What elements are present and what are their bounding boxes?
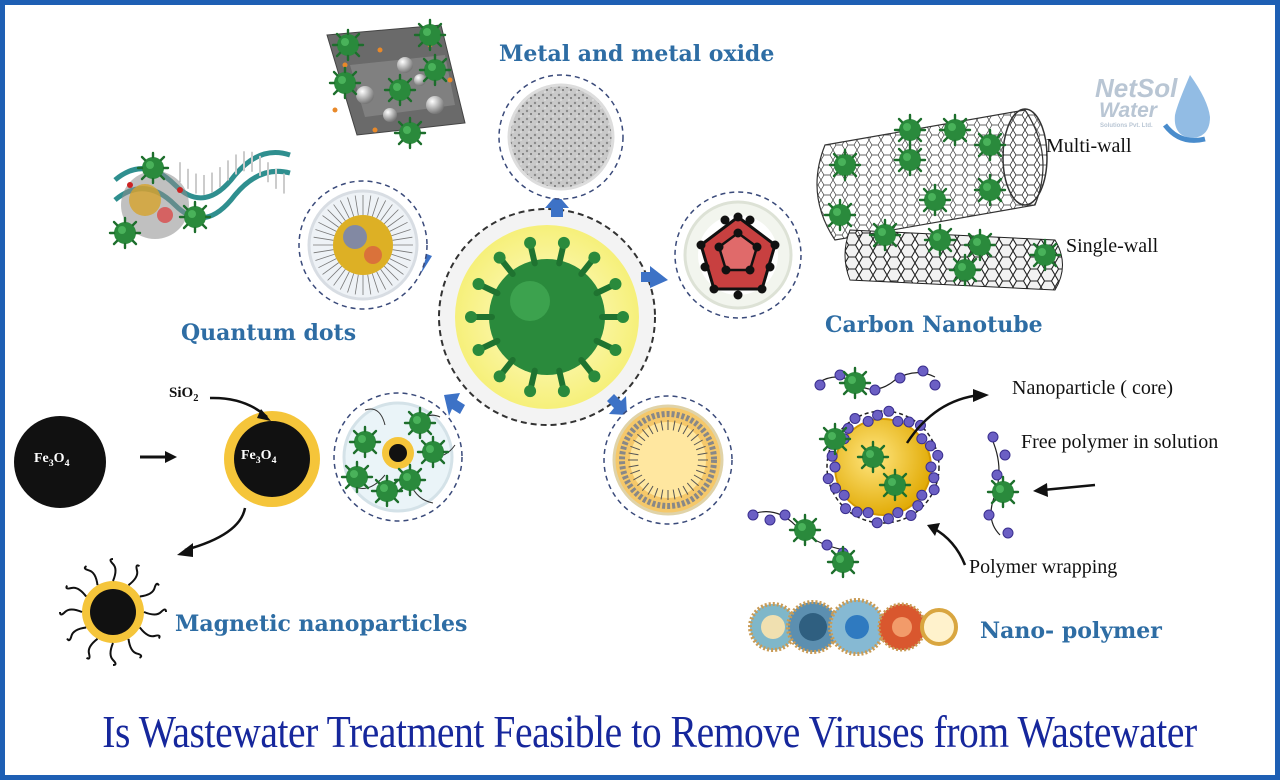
label-fe3o4-coated: Fe3O4 [241, 448, 277, 466]
quantum-dots-group [108, 150, 428, 310]
label-magnetic-nanoparticles: Magnetic nanoparticles [175, 611, 468, 637]
logo-tag: Solutions Pvt. Ltd. [1100, 123, 1153, 129]
fullerene-icon [696, 212, 780, 300]
arrow-icon [444, 393, 465, 416]
water-drop-icon [1163, 75, 1210, 143]
label-single-wall: Single-wall [1066, 235, 1159, 257]
label-nano-polymer: Nano- polymer [980, 618, 1162, 644]
label-free-polymer: Free polymer in solution [1021, 431, 1219, 453]
carbon-nanotube-group [674, 108, 1063, 319]
arrow-icon [545, 194, 569, 217]
arrow-icon [607, 394, 627, 415]
arrow-icon [641, 266, 668, 288]
virus-icon [465, 236, 629, 398]
label-polymer-wrapping: Polymer wrapping [969, 556, 1118, 578]
label-quantum-dots: Quantum dots [181, 320, 357, 346]
label-nanoparticle-core: Nanoparticle ( core) [1012, 377, 1174, 399]
logo-name: NetSol [1095, 73, 1178, 103]
diagram-canvas [14, 18, 1210, 666]
metal-oxide-group [326, 18, 624, 200]
dna-icon [113, 150, 291, 239]
magnetic-nanoparticles-group [14, 392, 463, 666]
label-carbon-nanotube: Carbon Nanotube [825, 312, 1043, 338]
logo-sub: Water [1099, 99, 1157, 122]
nano-polymer-group [603, 365, 1096, 656]
label-multi-wall: Multi-wall [1046, 135, 1132, 157]
label-metal-oxide: Metal and metal oxide [499, 41, 775, 67]
central-virus-group [438, 208, 656, 426]
magnetic-particle-icon [59, 558, 167, 666]
label-sio2: SiO2 [169, 385, 199, 404]
page-title: Is Wastewater Treatment Feasible to Remo… [102, 706, 1197, 757]
label-fe3o4-core: Fe3O4 [34, 451, 70, 469]
